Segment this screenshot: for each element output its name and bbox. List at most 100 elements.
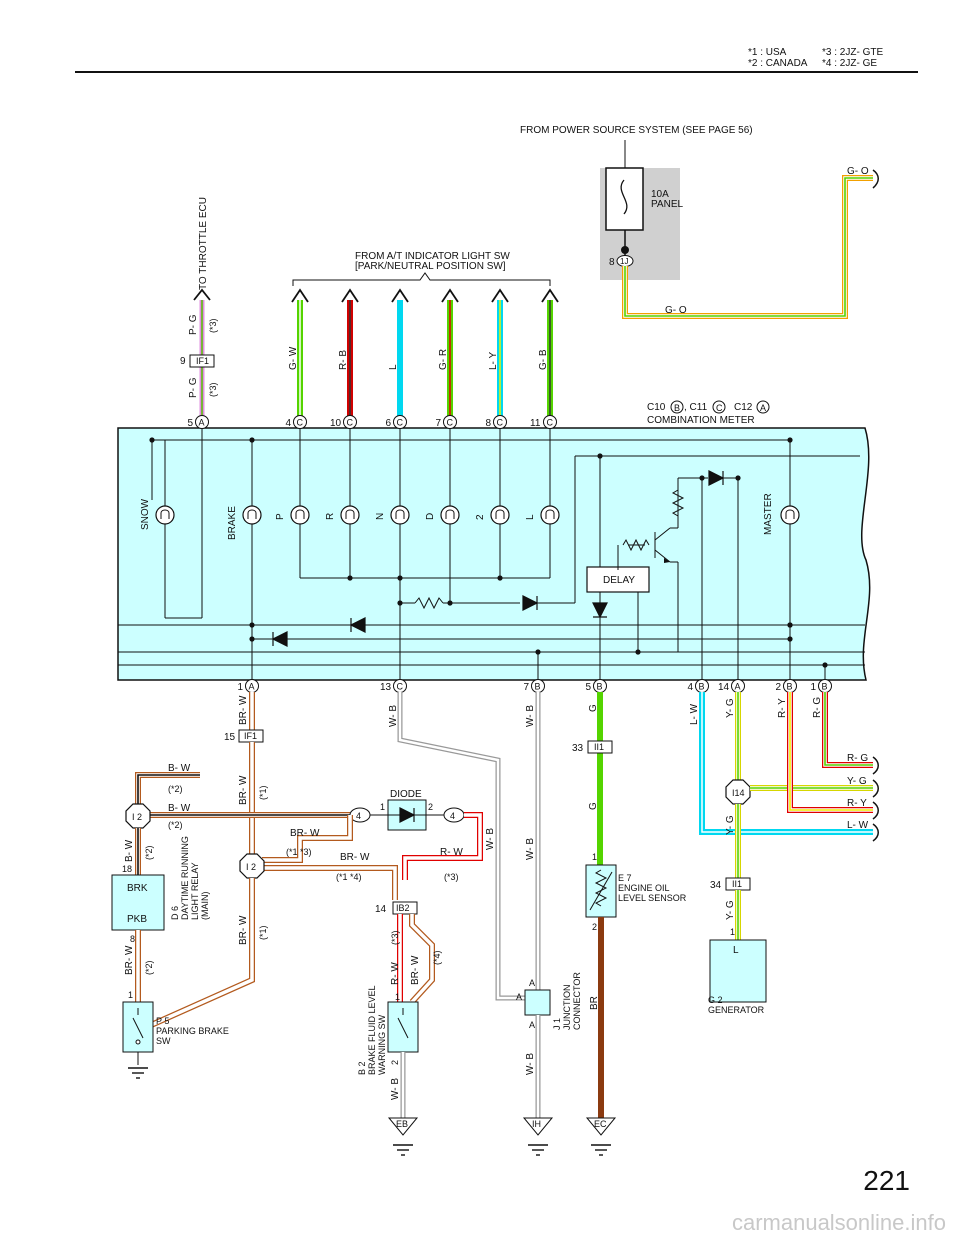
gen-l: L: [733, 945, 739, 956]
if1-bottom-label: IF1: [244, 731, 257, 741]
at-arrow-4: [491, 288, 509, 303]
meter-top-pin-5-circle: [493, 415, 507, 429]
note2-c: (*2): [144, 845, 154, 860]
junction-dot: [249, 437, 255, 443]
connector-i14-label: I14: [732, 788, 745, 798]
r-w-label: R- W: [440, 847, 463, 858]
junction-dot: [249, 636, 255, 642]
lamp-label-1: BRAKE: [227, 506, 238, 540]
at-wire-label-5: G- B: [538, 349, 549, 370]
meter-bottom-pin-1-letter: C: [397, 682, 404, 692]
br-w-label-b1: BR- W: [290, 828, 320, 839]
gen-pin: 1: [730, 927, 735, 937]
jc-a1: A: [529, 978, 535, 988]
connector-ib2: [392, 901, 418, 915]
ib2-label: IB2: [396, 903, 410, 913]
meter-bottom-pin-0-num: 1: [238, 682, 244, 693]
delay-box: [586, 566, 650, 593]
lamp-label-0: SNOW: [140, 498, 151, 530]
meter-top-pin-4-num: 7: [436, 418, 442, 429]
note14: (*1 *4): [336, 872, 362, 882]
meter-name: COMBINATION METER: [647, 415, 755, 426]
meter-bottom-pin-2-letter: B: [535, 682, 541, 692]
at-wire-label-4: L- Y: [488, 352, 499, 370]
at-wire-label-1: R- B: [338, 350, 349, 370]
br-w-label-mid: BR- W: [238, 775, 249, 805]
meter-top-pin-0-letter: A: [199, 418, 205, 428]
meter-c-label: C: [716, 403, 723, 413]
delay-label: DELAY: [603, 575, 635, 586]
sensor-2: LEVEL SENSOR: [618, 893, 687, 903]
junction-dot: [787, 636, 793, 642]
ii1-b-label: II1: [732, 879, 742, 889]
lamp-l: [540, 505, 560, 525]
wire-end-0: [872, 756, 879, 775]
note-canada: *2 : CANADA: [748, 58, 808, 69]
header-notes-left: *1 : USA *2 : CANADA: [748, 47, 807, 69]
wire-br-w-branch2: [262, 865, 398, 900]
meter-top-pin-4-letter: C: [447, 418, 454, 428]
generator-box: [709, 939, 767, 1003]
lamp-label-8: MASTER: [763, 493, 774, 535]
br-w-label-pkb: BR- W: [124, 945, 135, 975]
wire-end-1: [872, 779, 879, 798]
g-label-2: G: [588, 802, 599, 810]
lamp-label-5: D: [425, 513, 436, 520]
page-number: 221: [863, 1165, 910, 1196]
sensor-1: ENGINE OIL: [618, 883, 670, 893]
junction-connector: [524, 989, 551, 1016]
note3-b: (*3): [390, 930, 400, 945]
r-g-label-1: R- G: [812, 697, 823, 718]
y-g-label-3: Y- G: [725, 900, 736, 920]
meter-bottom-pin-4-letter: B: [699, 682, 705, 692]
meter-bottom-pin-6-num: 2: [776, 682, 782, 693]
g-label-1: G: [588, 704, 599, 712]
w-b-7b: W- B: [525, 705, 536, 727]
br-label: BR: [589, 996, 600, 1010]
b-w-label-2: B- W: [168, 803, 191, 814]
wire-end-2: [872, 801, 879, 820]
br-w-label-low: BR- W: [238, 915, 249, 945]
note2-b: (*2): [168, 820, 183, 830]
at-wire-label-2: L: [388, 364, 399, 370]
r-g-label-2: R- G: [847, 753, 868, 764]
jc-a2: A: [516, 992, 522, 1002]
fuse-name: PANEL: [651, 199, 683, 210]
throttle-wire-top: P- G: [188, 314, 199, 335]
brake-sw-1: PARKING BRAKE: [156, 1026, 229, 1036]
meter-top-pin-3-circle: [393, 415, 407, 429]
junction-dot: [699, 475, 705, 481]
meter-c10: C10: [647, 402, 666, 413]
at-sw-line1: FROM A/T INDICATOR LIGHT SW: [355, 251, 510, 262]
at-arrow-5: [541, 288, 559, 303]
relay-pin18: 18: [122, 864, 132, 874]
l-w-label-2: L- W: [847, 820, 869, 831]
wire-w-b-13c: [397, 692, 525, 1001]
r-w-label-2: R- W: [390, 962, 401, 985]
meter-top-pin-1-letter: C: [297, 418, 304, 428]
lamp-r: [340, 505, 360, 525]
connector-if1-top: [189, 354, 215, 368]
header-notes-right: *3 : 2JZ- GTE *4 : 2JZ- GE: [822, 47, 883, 69]
meter-top-pin-0-num: 5: [188, 418, 194, 429]
ec-label: EC: [594, 1119, 607, 1129]
meter-b-label: B: [674, 403, 680, 413]
power-source-label: FROM POWER SOURCE SYSTEM (SEE PAGE 56): [520, 125, 753, 136]
meter-bottom-pin-7-letter: B: [822, 682, 828, 692]
y-g-label-2: Y- G: [725, 815, 736, 835]
meter-top-pin-5-letter: C: [497, 418, 504, 428]
meter-top-pin-6-letter: C: [547, 418, 554, 428]
meter-top-pin-2-num: 10: [330, 418, 342, 429]
lamp-label-2: P: [275, 513, 286, 520]
junction-dot: [787, 437, 793, 443]
w-b-13c: W- B: [388, 705, 399, 727]
w-b-13c-2: W- B: [485, 828, 496, 850]
at-sw-line2: [PARK/NEUTRAL POSITION SW]: [355, 261, 506, 272]
junction-dot: [787, 622, 793, 628]
brake-sw-2: SW: [156, 1036, 171, 1046]
meter-top-pin-5-num: 8: [486, 418, 492, 429]
junction-dot: [535, 649, 541, 655]
lamp-2: [490, 505, 510, 525]
meter-c11: , C11: [684, 402, 708, 413]
